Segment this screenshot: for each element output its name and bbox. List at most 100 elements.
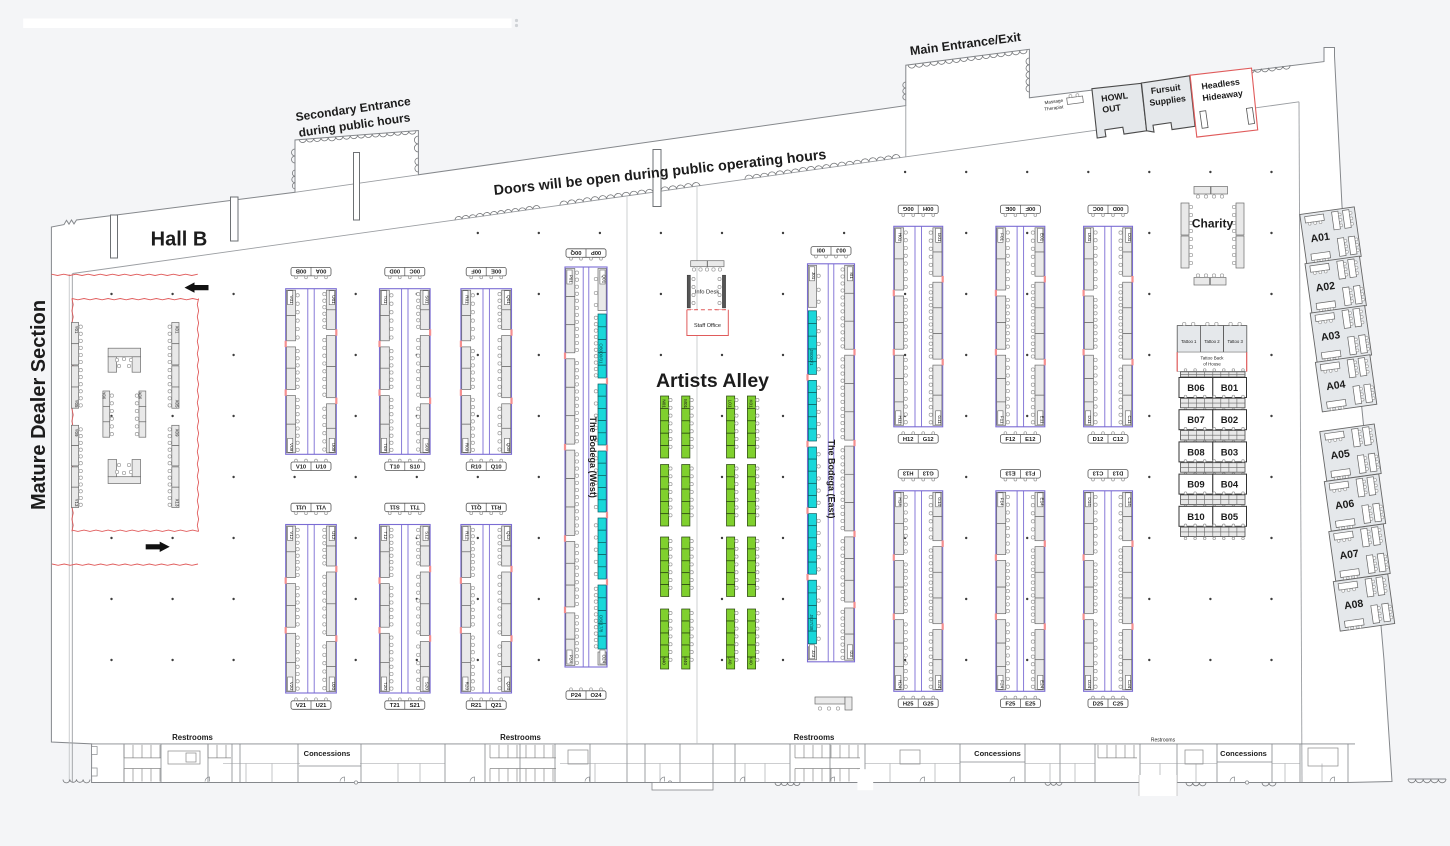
svg-text:V10: V10 [296,464,306,470]
svg-text:H11: H11 [897,416,902,425]
svg-text:00A: 00A [315,268,326,274]
svg-text:V20: V20 [289,682,294,691]
svg-text:A01: A01 [1310,231,1331,246]
svg-text:Tattoo 2: Tattoo 2 [1204,339,1220,344]
svg-text:Restrooms: Restrooms [1151,738,1176,744]
svg-text:Y09: Y09 [74,429,79,437]
svg-text:Q12: Q12 [506,531,511,540]
svg-text:A08: A08 [1343,598,1364,613]
svg-text:C12: C12 [1113,437,1124,443]
svg-text:B04: B04 [1221,480,1239,491]
svg-text:A05: A05 [1330,448,1351,463]
svg-text:E11: E11 [1039,416,1044,424]
svg-text:B10: B10 [1187,512,1204,523]
svg-text:T21: T21 [390,703,401,709]
svg-text:of House: of House [1203,362,1221,367]
svg-text:K40: K40 [749,657,754,666]
svg-text:Restrooms: Restrooms [794,733,835,742]
svg-text:Supplies: Supplies [1149,93,1187,108]
svg-text:B08: B08 [1187,447,1204,458]
svg-text:D14: D14 [1087,497,1092,506]
svg-text:E14: E14 [1039,498,1044,507]
svg-text:Restrooms: Restrooms [172,733,213,742]
svg-text:R21: R21 [471,703,482,709]
svg-text:H01: H01 [897,233,902,242]
svg-text:00E: 00E [491,268,501,274]
svg-text:X09: X09 [175,429,180,437]
svg-text:T11: T11 [409,503,419,509]
svg-text:Hall B: Hall B [151,229,208,251]
svg-text:F13: F13 [1025,470,1036,476]
svg-text:B05: B05 [1221,512,1239,523]
svg-text:00F: 00F [471,268,481,274]
svg-text:U09: U09 [331,443,336,452]
svg-text:H12: H12 [903,437,914,443]
svg-text:Y01: Y01 [74,326,79,334]
svg-text:Info Desk: Info Desk [695,290,720,296]
svg-text:F01: F01 [999,233,1004,241]
svg-text:00I: 00I [817,247,825,253]
svg-text:J23: J23 [811,650,816,658]
svg-text:Y13: Y13 [74,499,79,507]
svg-text:Mature Dealer Section: Mature Dealer Section [28,300,50,510]
svg-text:T01: T01 [383,296,388,304]
svg-text:R09: R09 [464,443,469,452]
svg-text:I23: I23 [849,650,854,657]
svg-text:Q21: Q21 [491,703,503,709]
svg-text:00C: 00C [409,268,420,274]
svg-text:S20: S20 [425,682,430,691]
svg-text:J837/38: J837/38 [809,614,814,631]
svg-text:B07: B07 [1187,415,1204,426]
svg-text:Q20: Q20 [506,681,511,690]
svg-text:OUT: OUT [1102,102,1122,114]
svg-text:00H: 00H [923,205,934,211]
svg-text:O24: O24 [602,654,607,663]
svg-text:B01: B01 [1221,383,1239,394]
svg-text:Y06: Y06 [102,392,107,400]
svg-text:Tattoo 3: Tattoo 3 [1228,339,1244,344]
svg-text:G11: G11 [937,415,942,424]
svg-text:Concessions: Concessions [974,749,1021,758]
svg-text:S01: S01 [425,295,430,304]
svg-text:R10: R10 [471,464,482,470]
svg-text:K01: K01 [749,400,754,409]
svg-text:Q10: Q10 [491,464,502,470]
svg-text:G12: G12 [923,437,934,443]
svg-text:00P: 00P [591,249,601,255]
svg-text:D13: D13 [1112,470,1123,476]
svg-text:X01: X01 [175,326,180,334]
svg-text:S09: S09 [425,443,430,452]
svg-text:G01: G01 [937,233,942,242]
svg-text:The Bodega (West): The Bodega (West) [588,417,598,498]
svg-text:T20: T20 [383,682,388,690]
svg-text:HOWL: HOWL [1101,90,1130,104]
svg-text:C24: C24 [1127,680,1132,689]
svg-text:00G: 00G [902,205,913,211]
svg-text:G13: G13 [922,470,934,476]
svg-text:H13: H13 [902,470,913,476]
svg-text:B02: B02 [1221,415,1238,426]
svg-text:00D: 00D [389,268,400,274]
svg-text:H25: H25 [903,701,914,707]
svg-text:C25: C25 [1113,701,1124,707]
svg-text:E25: E25 [1025,701,1036,707]
svg-text:Fursuit: Fursuit [1150,82,1181,96]
svg-text:U20: U20 [331,682,336,691]
svg-text:Staff Office: Staff Office [694,323,721,329]
svg-text:X06: X06 [138,392,143,400]
svg-text:D24: D24 [1087,680,1092,689]
svg-text:V01: V01 [289,295,294,304]
svg-text:V12: V12 [289,531,294,540]
svg-text:B09: B09 [1187,480,1204,491]
svg-text:X13: X13 [175,499,180,507]
svg-text:Therapist: Therapist [1044,104,1064,112]
svg-text:Tattoo Back: Tattoo Back [1201,356,1225,361]
svg-text:O8017/8: O8017/8 [599,615,604,633]
svg-text:A06: A06 [1334,498,1355,513]
svg-text:M40: M40 [683,656,688,665]
svg-text:F25: F25 [1005,701,1016,707]
svg-text:D11: D11 [1087,416,1092,425]
svg-text:Restrooms: Restrooms [500,733,541,742]
svg-text:C14: C14 [1127,497,1132,506]
svg-text:F12: F12 [1005,437,1015,443]
